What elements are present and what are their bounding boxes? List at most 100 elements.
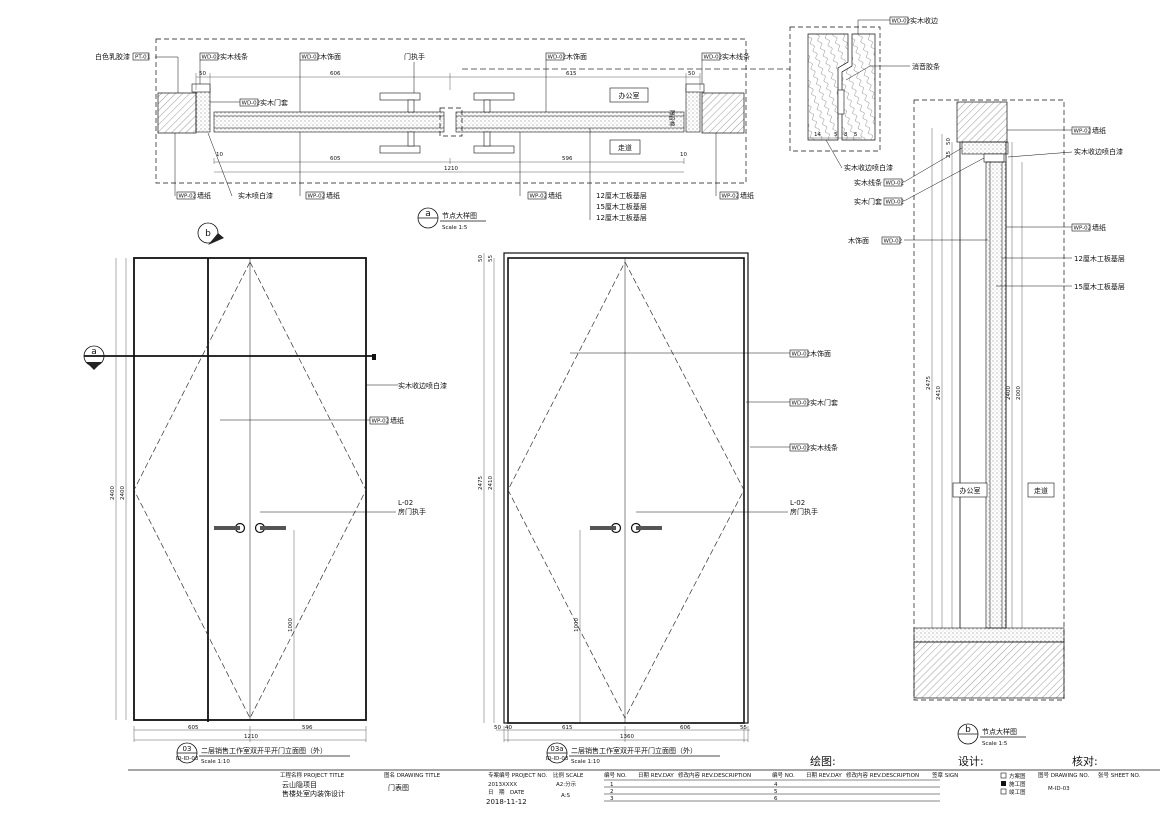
svg-text:A2:分示: A2:分示 (556, 780, 577, 788)
svg-text:修改内容 REV.DESCRIPTION: 修改内容 REV.DESCRIPTION (846, 771, 919, 779)
svg-text:门表图: 门表图 (388, 783, 409, 792)
svg-text:木饰面: 木饰面 (566, 52, 587, 61)
svg-text:a: a (425, 209, 431, 219)
svg-text:1: 1 (610, 782, 614, 788)
svg-text:2400: 2400 (110, 486, 116, 500)
svg-text:编号 NO.: 编号 NO. (604, 771, 627, 779)
svg-text:WP-02: WP-02 (530, 194, 548, 200)
svg-text:实木收边: 实木收边 (910, 16, 938, 25)
svg-text:墙纸: 墙纸 (548, 191, 562, 200)
head-frame (961, 141, 1009, 155)
svg-text:日期 REV.DAY: 日期 REV.DAY (638, 772, 674, 779)
checkbox-construction (1001, 781, 1006, 786)
svg-text:WP-02: WP-02 (1074, 226, 1092, 232)
svg-text:L-02: L-02 (790, 499, 805, 507)
svg-text:2475: 2475 (478, 476, 484, 490)
svg-text:b: b (205, 229, 211, 239)
checkbox-scheme (1000, 772, 1007, 779)
check-label: 核对: (1072, 754, 1098, 768)
svg-text:15厘木工板基层: 15厘木工板基层 (596, 202, 647, 211)
svg-text:实木收边喷白漆: 实木收边喷白漆 (844, 163, 893, 172)
door-leaf-section (985, 161, 1007, 629)
svg-text:WD-02: WD-02 (892, 19, 911, 25)
trim-right (685, 83, 705, 93)
meeting-stile-detail (439, 107, 463, 137)
svg-text:实木收边喷白漆: 实木收边喷白漆 (398, 381, 447, 390)
detail-a-boundary (155, 38, 747, 184)
svg-text:实木门套: 实木门套 (260, 98, 288, 107)
svg-text:10: 10 (680, 152, 687, 158)
svg-text:实木门套: 实木门套 (854, 197, 882, 206)
section-b-dims: 2475 2410 50 25 2400 2000 (926, 128, 1023, 628)
svg-text:房门执手: 房门执手 (790, 507, 818, 516)
elevation-03a-dims: 50 55 2475 2410 1000 50 40 615 606 55 13… (478, 253, 750, 742)
svg-text:实木线条: 实木线条 (220, 52, 248, 61)
svg-text:5: 5 (834, 132, 838, 138)
plan-dimensions: 50 606 615 50 605 596 1210 10 10 (195, 71, 701, 173)
svg-text:605: 605 (330, 156, 341, 162)
svg-text:5: 5 (774, 789, 778, 795)
svg-text:55: 55 (740, 725, 747, 731)
svg-text:编号 NO.: 编号 NO. (772, 771, 795, 779)
svg-text:2000: 2000 (1016, 386, 1022, 400)
svg-text:14: 14 (814, 132, 821, 138)
svg-text:木饰面: 木饰面 (810, 349, 831, 358)
room-corridor-box (609, 139, 641, 155)
svg-text:596: 596 (302, 725, 313, 731)
svg-text:WP-02: WP-02 (308, 194, 326, 200)
label-sound: 隔音棉 (668, 110, 676, 127)
svg-text:WP-02: WP-02 (372, 419, 390, 425)
title-block: 绘图: 设计: 核对: 工程名称 PROJECT TITLE 云山隐项目 售楼处… (128, 754, 1160, 806)
label-seal: 消音胶条 (912, 62, 940, 71)
svg-text:ID-ID-03: ID-ID-03 (176, 756, 199, 762)
handle-plan-symbol (379, 92, 515, 154)
svg-text:售楼处室内装饰设计: 售楼处室内装饰设计 (282, 789, 345, 798)
svg-text:张号 SHEET NO.: 张号 SHEET NO. (1098, 771, 1141, 779)
svg-text:1210: 1210 (444, 166, 458, 172)
svg-text:1360: 1360 (620, 734, 634, 740)
svg-text:3: 3 (610, 796, 614, 802)
svg-text:云山隐项目: 云山隐项目 (282, 780, 317, 789)
svg-text:专案编号 PROJECT NO.: 专案编号 PROJECT NO. (488, 771, 547, 779)
label-paint: 白色乳胶漆 (95, 52, 130, 61)
door-leaf-left (213, 111, 445, 133)
floor-finish (913, 627, 1065, 643)
svg-text:实木门套: 实木门套 (810, 398, 838, 407)
svg-text:Scale 1:10: Scale 1:10 (201, 759, 230, 765)
svg-text:2: 2 (610, 789, 614, 795)
svg-text:2400: 2400 (1006, 386, 1012, 400)
svg-text:修改内容 REV.DESCRIPTION: 修改内容 REV.DESCRIPTION (678, 771, 751, 779)
label-handle: 门执手 (404, 52, 425, 61)
svg-text:竣工图: 竣工图 (1009, 788, 1026, 796)
svg-text:二层销售工作室双开平开门立面图（外）: 二层销售工作室双开平开门立面图（外） (571, 746, 697, 755)
svg-text:WD-02: WD-02 (202, 55, 221, 61)
wall-right (701, 92, 745, 134)
svg-text:606: 606 (680, 725, 691, 731)
svg-text:节点大样图: 节点大样图 (982, 727, 1017, 736)
svg-text:日 期 DATE: 日 期 DATE (488, 789, 525, 796)
elevation-03a: WD-02 木饰面 WD-02 实木门套 WD-02 实木线条 L-02 房门执… (478, 252, 838, 765)
svg-text:15厘木工板基层: 15厘木工板基层 (1074, 282, 1125, 291)
plan-leaders-bottom: WP-02 墙纸 实木喷白漆 WP-02 墙纸 WP-02 墙纸 12厘木工板基… (174, 128, 754, 222)
svg-text:50: 50 (478, 255, 484, 262)
svg-text:50: 50 (688, 71, 695, 77)
svg-text:PT-01: PT-01 (135, 55, 150, 61)
svg-text:40: 40 (505, 725, 512, 731)
svg-text:墙纸: 墙纸 (740, 191, 754, 200)
section-room-office: 办公室 (960, 486, 981, 495)
plan-detail-a: 办公室 走道 50 606 615 50 605 596 1210 10 10 … (95, 38, 790, 231)
svg-text:WD-02: WD-02 (886, 181, 905, 187)
detail-b-boundary (913, 99, 1065, 701)
section-marker-a: a (83, 345, 376, 370)
svg-text:615: 615 (562, 725, 573, 731)
svg-text:图号 DRAWING NO.: 图号 DRAWING NO. (1038, 771, 1089, 779)
frame-right (685, 87, 701, 133)
svg-text:Scale 1:10: Scale 1:10 (571, 759, 600, 765)
svg-text:施工图: 施工图 (1009, 780, 1026, 788)
svg-text:ID-ID-03: ID-ID-03 (546, 756, 569, 762)
svg-text:墙纸: 墙纸 (197, 191, 211, 200)
svg-text:WD-02: WD-02 (792, 352, 811, 358)
svg-text:50: 50 (199, 71, 206, 77)
trim-left (191, 83, 211, 93)
